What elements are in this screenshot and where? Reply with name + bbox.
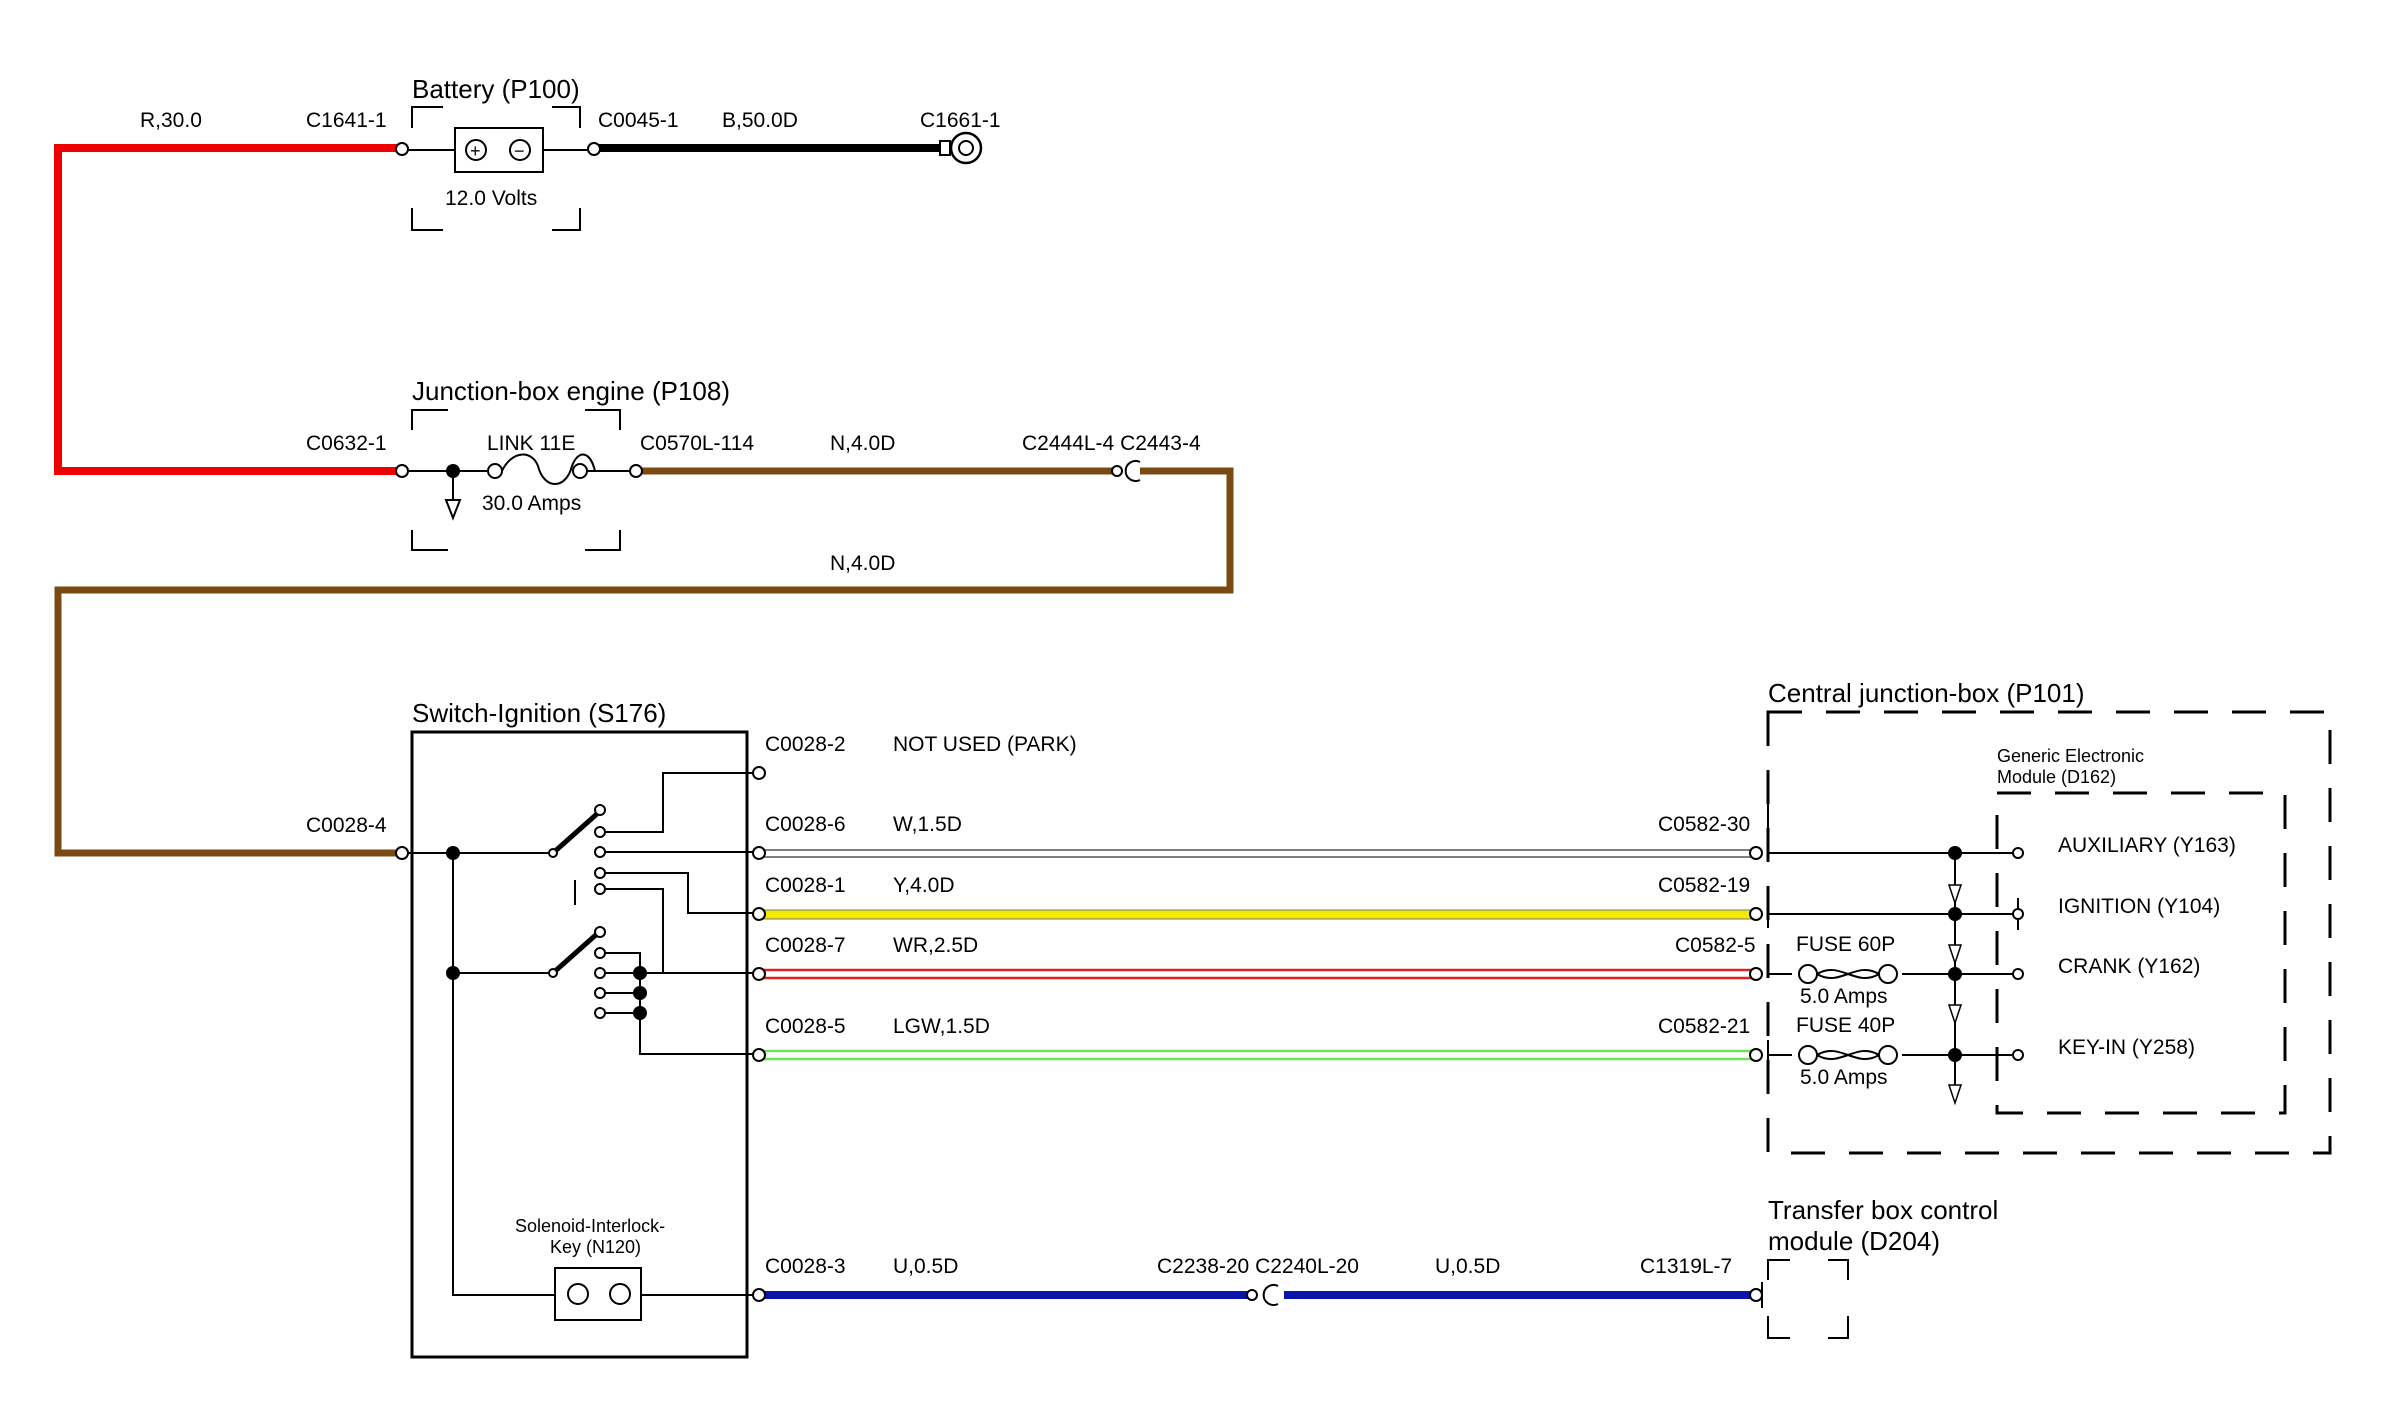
sense-arrow-icon (444, 499, 462, 521)
transfer-box-title-2: module (D204) (1768, 1226, 1940, 1256)
junction-engine-title: Junction-box engine (P108) (412, 376, 730, 406)
fuse-40p-name: FUSE 40P (1796, 1014, 1895, 1037)
switch-ignition: Switch-Ignition (S176) (404, 698, 755, 1359)
diode-arrow-4-icon (1947, 1084, 1963, 1106)
wire-white (761, 849, 1753, 858)
switch-ignition-title: Switch-Ignition (S176) (412, 698, 666, 728)
connector-c1319: C1319L-7 (1640, 1255, 1732, 1278)
connector-c0028-5: C0028-5 (765, 1015, 846, 1038)
connector-c1641: C1641-1 (306, 109, 387, 132)
connector-c1661: C1661-1 (920, 109, 1001, 132)
fuse-60p-icon (1798, 964, 1898, 984)
wire-label-blue-b: U,0.5D (1435, 1255, 1500, 1278)
connector-c0582-30: C0582-30 (1658, 813, 1750, 836)
wire-light-green-white (760, 1049, 1754, 1061)
connector-c0632-pin (395, 464, 409, 478)
output-keyin: KEY-IN (Y258) (2058, 1036, 2195, 1059)
pin-c0582-30 (1749, 846, 1763, 860)
junction-box-engine: Junction-box engine (P108) LINK 11E 30.0… (404, 376, 730, 551)
inline-connector-c2238-icon (1246, 1284, 1279, 1306)
wire-label-white: W,1.5D (893, 813, 962, 836)
transfer-box-module: Transfer box control module (D204) (1767, 1195, 1998, 1339)
fusible-link-icon (501, 453, 596, 485)
connector-c0570: C0570L-114 (640, 432, 754, 455)
connector-c0582-21: C0582-21 (1658, 1015, 1750, 1038)
connector-c0045-pin (587, 142, 601, 156)
wire-white-red (760, 968, 1754, 980)
pin-c1319 (1749, 1288, 1763, 1302)
diode-arrow-1-icon (1947, 884, 1963, 906)
connector-c0570-pin (629, 464, 643, 478)
gem-box (1995, 791, 2287, 1115)
battery-voltage: 12.0 Volts (445, 187, 537, 210)
connector-c0028-2: C0028-2 (765, 733, 846, 756)
battery: Battery (P100) + − 12.0 Volts (404, 74, 592, 231)
wire-label-red: R,30.0 (140, 109, 202, 132)
gem-label-1: Generic Electronic (1997, 746, 2144, 766)
connector-c0028-3: C0028-3 (765, 1255, 846, 1278)
connector-c0582-19: C0582-19 (1658, 874, 1750, 897)
pin-c0582-5 (1749, 967, 1763, 981)
fuse-60p-name: FUSE 60P (1796, 933, 1895, 956)
fuse-40p-amps: 5.0 Amps (1800, 1066, 1888, 1089)
connector-c0582-5: C0582-5 (1675, 934, 1756, 957)
output-crank: CRANK (Y162) (2058, 955, 2200, 978)
transfer-box-title-1: Transfer box control (1768, 1195, 1998, 1225)
wire-label-not-used: NOT USED (PARK) (893, 733, 1077, 756)
pin-c0582-21 (1749, 1048, 1763, 1062)
wire-label-black: B,50.0D (722, 109, 798, 132)
pin-c0582-19 (1749, 907, 1763, 921)
battery-title: Battery (P100) (412, 74, 580, 104)
connector-c0045: C0045-1 (598, 109, 679, 132)
connector-c0028-1: C0028-1 (765, 874, 846, 897)
link-amps: 30.0 Amps (482, 492, 581, 515)
central-junction-box: Central junction-box (P101) Generic Elec… (1766, 678, 2332, 1155)
connector-c2444: C2444L-4 C2443-4 (1022, 432, 1201, 455)
inline-connector-c2444-icon (1111, 460, 1141, 482)
solenoid-label-2: Key (N120) (550, 1237, 641, 1257)
wire-label-blue-a: U,0.5D (893, 1255, 958, 1278)
fuse-60p-amps: 5.0 Amps (1800, 985, 1888, 1008)
wire-label-yellow: Y,4.0D (893, 874, 955, 897)
pin-c0028-7 (752, 967, 766, 981)
central-jb-title: Central junction-box (P101) (1768, 678, 2085, 708)
wire-label-brown-a: N,4.0D (830, 432, 895, 455)
pin-c0028-2 (752, 766, 766, 780)
ground-eyelet-icon (939, 131, 983, 165)
output-ignition: IGNITION (Y104) (2058, 895, 2220, 918)
connector-c0028-6: C0028-6 (765, 813, 846, 836)
wire-yellow (761, 909, 1753, 920)
link-name: LINK 11E (487, 432, 575, 455)
pin-c0028-3 (752, 1288, 766, 1302)
diode-arrow-3-icon (1947, 1004, 1963, 1026)
solenoid-label-1: Solenoid-Interlock- (515, 1216, 665, 1236)
connector-c2238: C2238-20 C2240L-20 (1157, 1255, 1359, 1278)
pin-c0028-6 (752, 846, 766, 860)
wire-label-lgw: LGW,1.5D (893, 1015, 990, 1038)
wire-label-brown-b: N,4.0D (830, 552, 895, 575)
gem-label-2: Module (D162) (1997, 767, 2116, 787)
battery-minus-icon: − (514, 141, 525, 161)
connector-c0632: C0632-1 (306, 432, 387, 455)
pin-c0028-1 (752, 907, 766, 921)
wire-label-white-red: WR,2.5D (893, 934, 978, 957)
wire-brown-to-switch (54, 467, 1234, 857)
connector-c0028-4-pin (395, 846, 409, 860)
battery-plus-icon: + (470, 141, 481, 161)
fuse-40p-icon (1798, 1045, 1898, 1065)
connector-c1641-pin (395, 142, 409, 156)
pin-c0028-5 (752, 1048, 766, 1062)
output-auxiliary: AUXILIARY (Y163) (2058, 834, 2236, 857)
diode-arrow-2-icon (1947, 944, 1963, 966)
connector-c0028-4: C0028-4 (306, 814, 387, 837)
connector-c0028-7: C0028-7 (765, 934, 846, 957)
wire-red-battery-feed (54, 144, 398, 475)
